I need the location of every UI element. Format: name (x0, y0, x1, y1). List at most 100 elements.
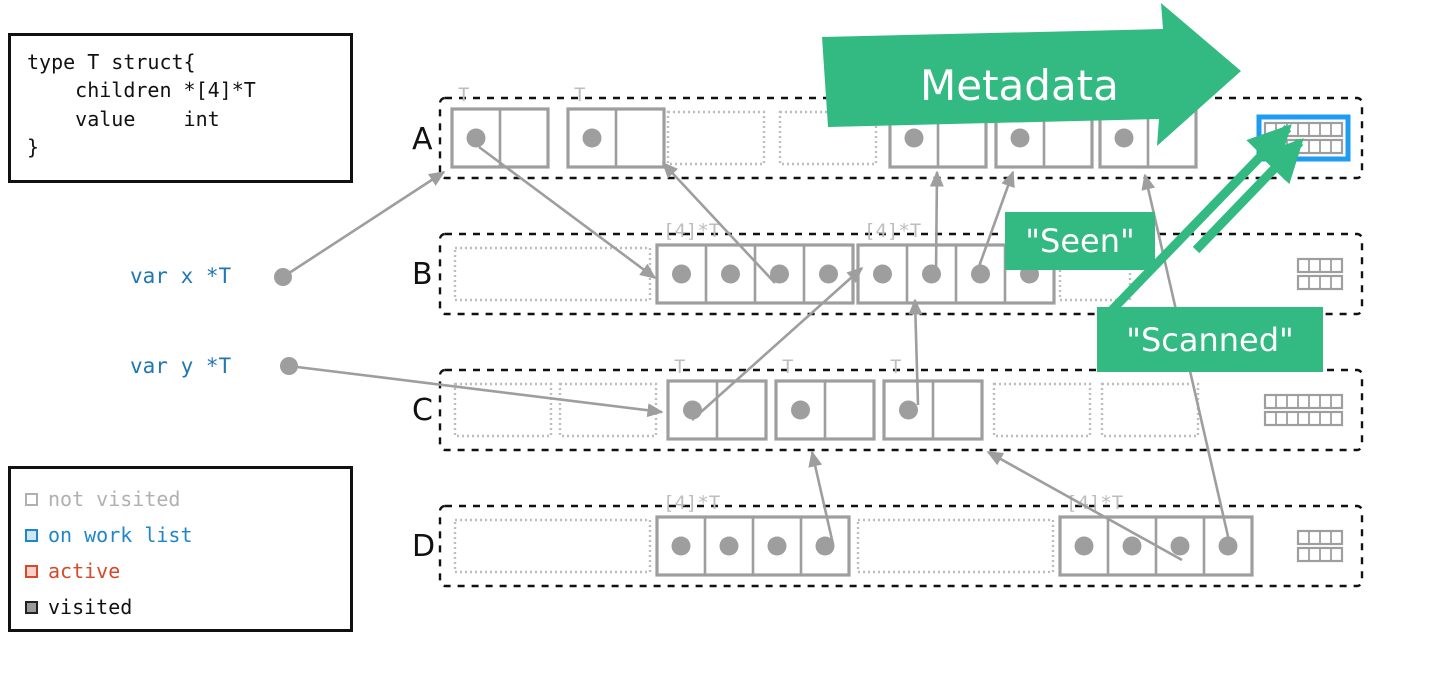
pointer-dot-icon (971, 264, 990, 284)
placeholder-object (1100, 382, 1200, 438)
heap-object: [4]*T (655, 220, 855, 305)
placeholder-box (1100, 382, 1200, 438)
placeholder-box (778, 110, 878, 166)
arrow-a1-to-b1 (478, 145, 657, 280)
pointer-dot-icon (1170, 536, 1190, 556)
legend-item-label: visited (48, 595, 133, 619)
legend-swatch-icon (25, 600, 38, 614)
placeholder-object (453, 382, 553, 438)
var-x-label: var x *T (130, 264, 232, 288)
object-type-label: T (890, 356, 901, 378)
metadata-arrows-layer (1108, 124, 1304, 314)
placeholder-box (453, 246, 652, 302)
arrow-d2-to-c3 (986, 450, 1183, 562)
row-label-b: B (412, 257, 433, 292)
legend-swatch-icon (25, 528, 38, 542)
callout-metadata: Metadata (820, 7, 1240, 167)
pointer-dot-icon (819, 264, 838, 284)
heap-row-container (438, 504, 1364, 588)
heap-object: T (566, 84, 666, 169)
legend-swatch-icon (25, 564, 38, 578)
pointer-dot-icon (1074, 536, 1094, 556)
metadata-grid[interactable] (1263, 393, 1344, 427)
metadata-grid-row (1263, 410, 1344, 427)
pointer-dot-icon (1218, 536, 1238, 556)
pointer-dot-icon (904, 128, 924, 148)
pointer-dot-icon (922, 264, 941, 284)
legend-item: visited (25, 589, 350, 625)
metadata-block-arrow (822, 3, 1241, 146)
legend-panel: not visited on work list active visited (8, 466, 353, 632)
object-type-label: T (458, 84, 469, 106)
pointer-dot-icon (1122, 536, 1142, 556)
struct-definition-panel: type T struct{ children *[4]*T value int… (8, 33, 353, 183)
legend-swatch-icon (25, 492, 38, 506)
metadata-grid[interactable] (1296, 257, 1344, 291)
placeholder-box (992, 382, 1092, 438)
callout-scanned-label: "Scanned" (1126, 320, 1294, 359)
callout-scanned: "Scanned" (1097, 307, 1323, 372)
metadata-grid-row (1263, 393, 1344, 410)
arrow-c3-to-b2 (908, 298, 923, 406)
callout-seen: "Seen" (1005, 212, 1155, 270)
row-label-a: A (412, 122, 433, 157)
pointer-dot-icon (671, 536, 691, 556)
heap-row-d: [4]*T [4]*T (438, 492, 1364, 588)
heap-object: T (450, 84, 550, 169)
placeholder-object (856, 518, 1055, 574)
heap-object: [4]*T (655, 492, 851, 577)
pointer-dot-icon (1114, 128, 1134, 148)
pointer-dot-icon (719, 536, 739, 556)
pointer-dot-icon (1010, 128, 1030, 148)
heap-object: T (666, 356, 768, 441)
legend-item: active (25, 553, 350, 589)
arrow-b2-to-a6 (975, 170, 1015, 273)
pointer-dot-icon (582, 128, 602, 148)
pointer-dot-icon (791, 400, 810, 420)
pointer-dot-icon (672, 264, 691, 284)
pointer-dot-icon (721, 264, 740, 284)
arrow-varx-to-a1 (282, 170, 446, 279)
pointer-dot-icon (815, 536, 835, 556)
heap-row-container (438, 232, 1364, 316)
heap-row-container (438, 96, 1364, 180)
var-y-label: var y *T (130, 354, 232, 378)
legend-item-label: on work list (48, 523, 193, 547)
arrow-c1-to-b2 (691, 266, 864, 421)
row-label-c: C (412, 393, 433, 428)
object-type-label: [4]*T (1066, 492, 1123, 514)
placeholder-box (453, 382, 553, 438)
object-type-label: [4]*T (864, 220, 921, 242)
pointer-arrows-layer (282, 145, 1232, 562)
object-type-label: T (574, 84, 585, 106)
arrow-d1-to-c2 (808, 450, 835, 545)
heap-row-container (438, 368, 1364, 452)
placeholder-box (856, 518, 1055, 574)
metadata-grid[interactable] (1296, 529, 1344, 563)
object-type-label: T (674, 356, 685, 378)
placeholder-object (666, 110, 766, 166)
pointer-dot-icon (767, 536, 787, 556)
placeholder-object (453, 246, 652, 302)
legend-list: not visited on work list active visited (11, 469, 350, 625)
legend-item: not visited (25, 481, 350, 517)
pointer-dot-icon (683, 400, 702, 420)
heap-object: T (774, 356, 876, 441)
callout-seen-label: "Seen" (1025, 222, 1135, 260)
legend-item-label: active (48, 559, 121, 583)
struct-definition-code: type T struct{ children *[4]*T value int… (27, 50, 256, 160)
legend-item-label: not visited (48, 487, 181, 511)
arrow-seen-to-metadata (1192, 138, 1304, 254)
object-type-label: [4]*T (663, 220, 720, 242)
object-type-label: [4]*T (663, 492, 720, 514)
placeholder-object (453, 518, 652, 574)
placeholder-box (453, 518, 652, 574)
pointer-dot-icon (873, 264, 892, 284)
arrow-b1-to-a2 (661, 161, 776, 284)
arrow-b2-to-a5 (929, 170, 944, 273)
heap-object: T (882, 356, 984, 441)
callout-metadata-label: Metadata (920, 61, 1119, 110)
pointer-dot-icon (770, 264, 789, 284)
arrow-vary-to-c1 (288, 364, 664, 418)
